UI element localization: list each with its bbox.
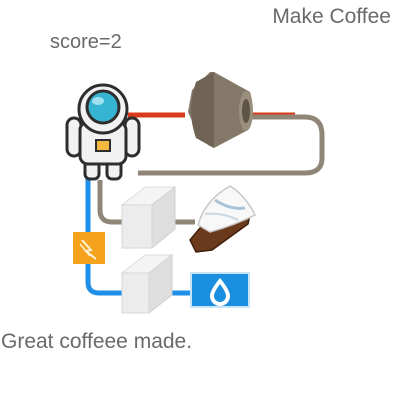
speaker-icon[interactable] — [188, 72, 253, 148]
power-icon[interactable] — [73, 232, 105, 264]
wire-gray-loop — [138, 114, 325, 176]
wire-blue — [85, 170, 125, 296]
machine-box-bottom[interactable] — [120, 253, 174, 315]
water-drop-icon[interactable] — [190, 272, 250, 308]
wire-gray-box — [97, 180, 125, 225]
game-title: Make Coffee — [272, 5, 391, 28]
wires — [85, 112, 325, 296]
status-message: Great coffeee made. — [1, 330, 193, 353]
astronaut-icon[interactable] — [65, 83, 141, 181]
machine-box-top[interactable] — [120, 185, 177, 250]
score-display: score=2 — [50, 31, 122, 53]
coffee-beans-icon[interactable] — [189, 185, 257, 253]
